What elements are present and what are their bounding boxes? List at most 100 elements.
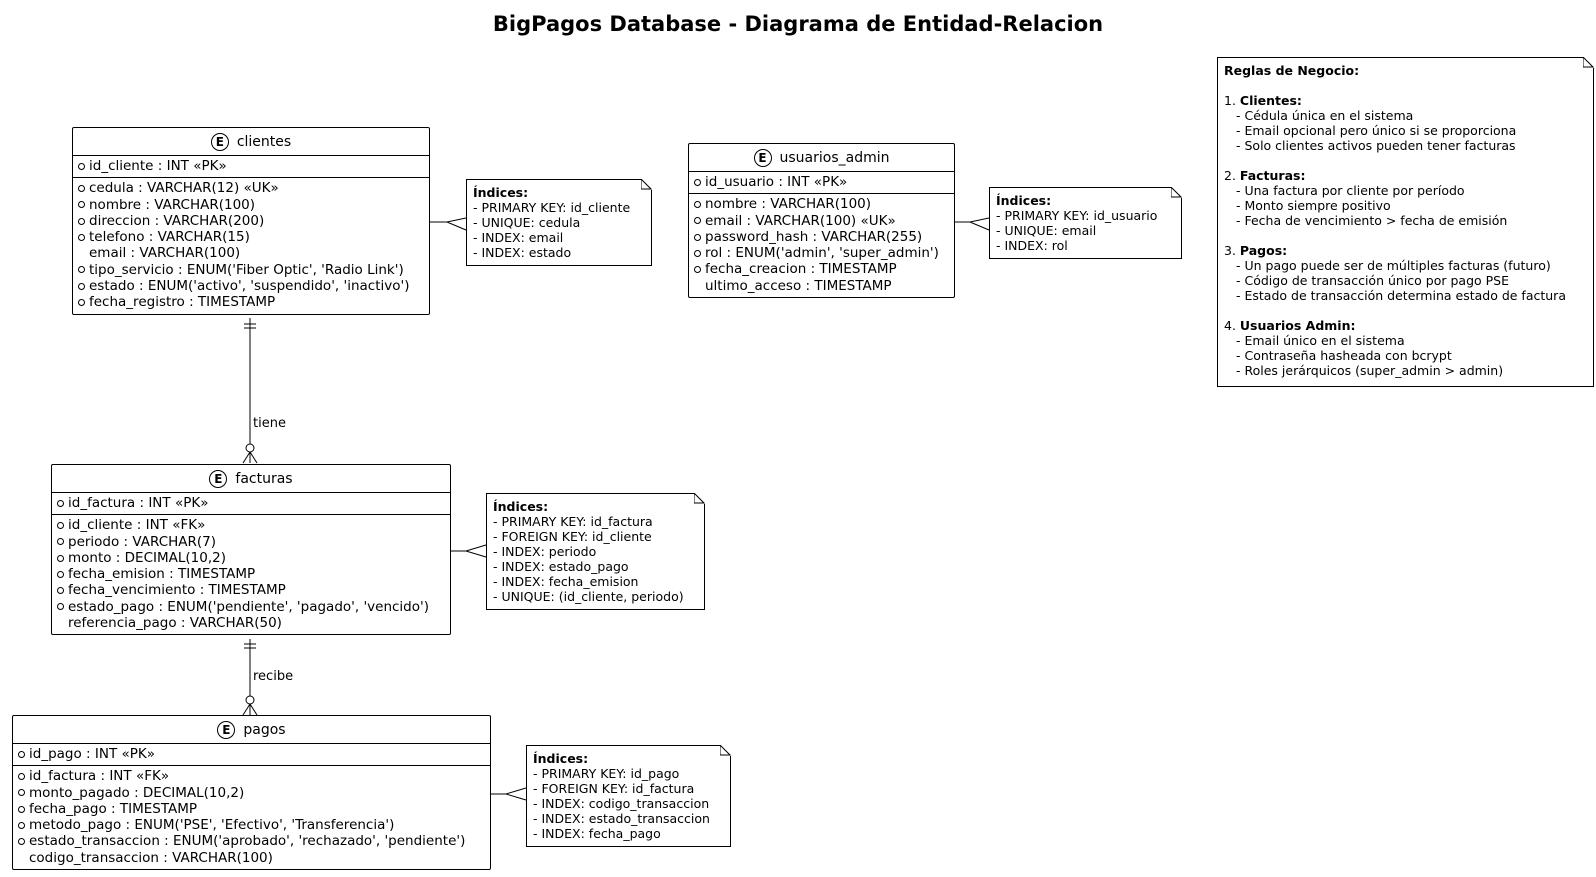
note-line: - INDEX: periodo <box>493 544 597 559</box>
entity-icon: E <box>209 469 228 488</box>
rules-item: - Contraseña hasheada con bcrypt <box>1236 348 1452 363</box>
relation-label-recibe: recibe <box>253 669 294 684</box>
entity-attribute: nombre : VARCHAR(100) <box>689 196 954 212</box>
entity-attribute: monto : DECIMAL(10,2) <box>52 550 450 566</box>
required-marker-icon <box>18 772 25 780</box>
rules-section-title: 3. Pagos: <box>1224 243 1587 258</box>
rules-section-name: Usuarios Admin: <box>1239 318 1356 333</box>
entity-attribute: id_cliente : INT «FK» <box>52 517 450 533</box>
rules-item: - Cédula única en el sistema <box>1236 108 1414 123</box>
entity-icon: E <box>217 720 236 739</box>
required-marker-icon <box>18 789 25 797</box>
required-marker-icon <box>694 178 701 186</box>
note-indices-clientes: Índices:- PRIMARY KEY: id_cliente- UNIQU… <box>466 179 652 266</box>
attribute-text: fecha_vencimiento : TIMESTAMP <box>68 582 286 599</box>
attribute-text: estado_transaccion : ENUM('aprobado', 'r… <box>29 833 466 850</box>
entity-attribute: direccion : VARCHAR(200) <box>73 213 429 229</box>
rules-section-number: 3. <box>1224 243 1240 258</box>
required-marker-icon <box>18 838 25 846</box>
attribute-text: metodo_pago : ENUM('PSE', 'Efectivo', 'T… <box>29 817 395 834</box>
spacer <box>1224 303 1587 318</box>
entity-name: clientes <box>236 133 292 150</box>
rules-item: - Código de transacción único por pago P… <box>1236 273 1510 288</box>
entity-name: usuarios_admin <box>779 149 890 166</box>
attribute-text: fecha_pago : TIMESTAMP <box>29 800 198 817</box>
required-marker-icon <box>78 162 85 170</box>
attribute-text: id_usuario : INT «PK» <box>705 174 848 190</box>
rules-item: - Solo clientes activos pueden tener fac… <box>1236 138 1516 153</box>
attribute-text: id_pago : INT «PK» <box>29 746 156 762</box>
note-line: - UNIQUE: cedula <box>473 215 581 230</box>
attribute-text: email : VARCHAR(100) <box>89 245 241 262</box>
note-line: - INDEX: fecha_pago <box>533 826 661 841</box>
note-indices-usuarios-admin: Índices:- PRIMARY KEY: id_usuario- UNIQU… <box>989 187 1182 259</box>
entity-attribute: metodo_pago : ENUM('PSE', 'Efectivo', 'T… <box>13 817 490 833</box>
attribute-text: id_cliente : INT «PK» <box>89 158 227 174</box>
note-fold-corner <box>720 745 731 756</box>
entity-attribute: fecha_registro : TIMESTAMP <box>73 294 429 310</box>
entity-attribute: tipo_servicio : ENUM('Fiber Optic', 'Rad… <box>73 262 429 278</box>
required-marker-icon <box>57 603 64 611</box>
attribute-text: id_factura : INT «PK» <box>68 495 209 511</box>
attribute-text: periodo : VARCHAR(7) <box>68 533 217 550</box>
attribute-text: cedula : VARCHAR(12) «UK» <box>89 180 279 197</box>
rules-item: - Estado de transacción determina estado… <box>1236 288 1566 303</box>
spacer <box>1224 153 1587 168</box>
required-marker-icon <box>694 266 701 274</box>
rules-item: - Email opcional pero único si se propor… <box>1236 123 1517 138</box>
note-line: - INDEX: fecha_emision <box>493 574 639 589</box>
note-indices-pagos: Índices:- PRIMARY KEY: id_pago- FOREIGN … <box>526 745 731 847</box>
entity-icon: E <box>753 148 772 167</box>
entity-attribute: estado_pago : ENUM('pendiente', 'pagado'… <box>52 599 450 615</box>
diagram-title: BigPagos Database - Diagrama de Entidad-… <box>492 12 1104 36</box>
attribute-text: nombre : VARCHAR(100) <box>89 196 256 213</box>
required-marker-icon <box>18 821 25 829</box>
required-marker-icon <box>694 249 701 257</box>
attribute-text: email : VARCHAR(100) «UK» <box>705 212 896 229</box>
rules-section-number: 2. <box>1224 168 1240 183</box>
attribute-text: fecha_registro : TIMESTAMP <box>89 294 276 311</box>
attribute-text: id_cliente : INT «FK» <box>68 517 206 534</box>
entity-attribute: nombre : VARCHAR(100) <box>73 197 429 213</box>
spacer <box>1224 78 1587 93</box>
spacer <box>1224 228 1587 243</box>
required-marker-icon <box>78 217 85 225</box>
attribute-text: estado_pago : ENUM('pendiente', 'pagado'… <box>68 598 429 615</box>
entity-section: id_cliente : INT «PK» <box>73 156 429 179</box>
entity-section: id_pago : INT «PK» <box>13 744 490 767</box>
required-marker-icon <box>78 184 85 192</box>
attribute-text: direccion : VARCHAR(200) <box>89 212 265 229</box>
required-marker-icon <box>57 554 64 562</box>
entity-attribute: id_factura : INT «FK» <box>13 768 490 784</box>
note-heading: Índices: <box>996 193 1052 208</box>
rules-section-name: Facturas: <box>1239 168 1306 183</box>
required-marker-icon <box>57 570 64 578</box>
entity-attribute: referencia_pago : VARCHAR(50) <box>52 615 450 631</box>
required-marker-icon <box>57 499 64 507</box>
rules-section-number: 4. <box>1224 318 1240 333</box>
entity-attribute: telefono : VARCHAR(15) <box>73 229 429 245</box>
attribute-text: monto : DECIMAL(10,2) <box>68 549 226 566</box>
entity-attribute: id_cliente : INT «PK» <box>73 158 429 174</box>
attribute-text: tipo_servicio : ENUM('Fiber Optic', 'Rad… <box>89 261 404 278</box>
entity-icon: E <box>210 132 229 151</box>
note-line: - INDEX: rol <box>996 238 1068 253</box>
attribute-text: nombre : VARCHAR(100) <box>705 196 872 213</box>
required-marker-icon <box>78 233 85 241</box>
note-line: - PRIMARY KEY: id_cliente <box>473 200 631 215</box>
entity-attribute: estado : ENUM('activo', 'suspendido', 'i… <box>73 278 429 294</box>
rules-item: - Un pago puede ser de múltiples factura… <box>1236 258 1551 273</box>
attribute-text: referencia_pago : VARCHAR(50) <box>68 615 282 632</box>
entity-attribute: fecha_creacion : TIMESTAMP <box>689 261 954 277</box>
entity-attribute: ultimo_acceso : TIMESTAMP <box>689 278 954 294</box>
note-heading: Índices: <box>473 185 529 200</box>
entity-attribute: rol : ENUM('admin', 'super_admin') <box>689 245 954 261</box>
required-marker-icon <box>57 587 64 595</box>
